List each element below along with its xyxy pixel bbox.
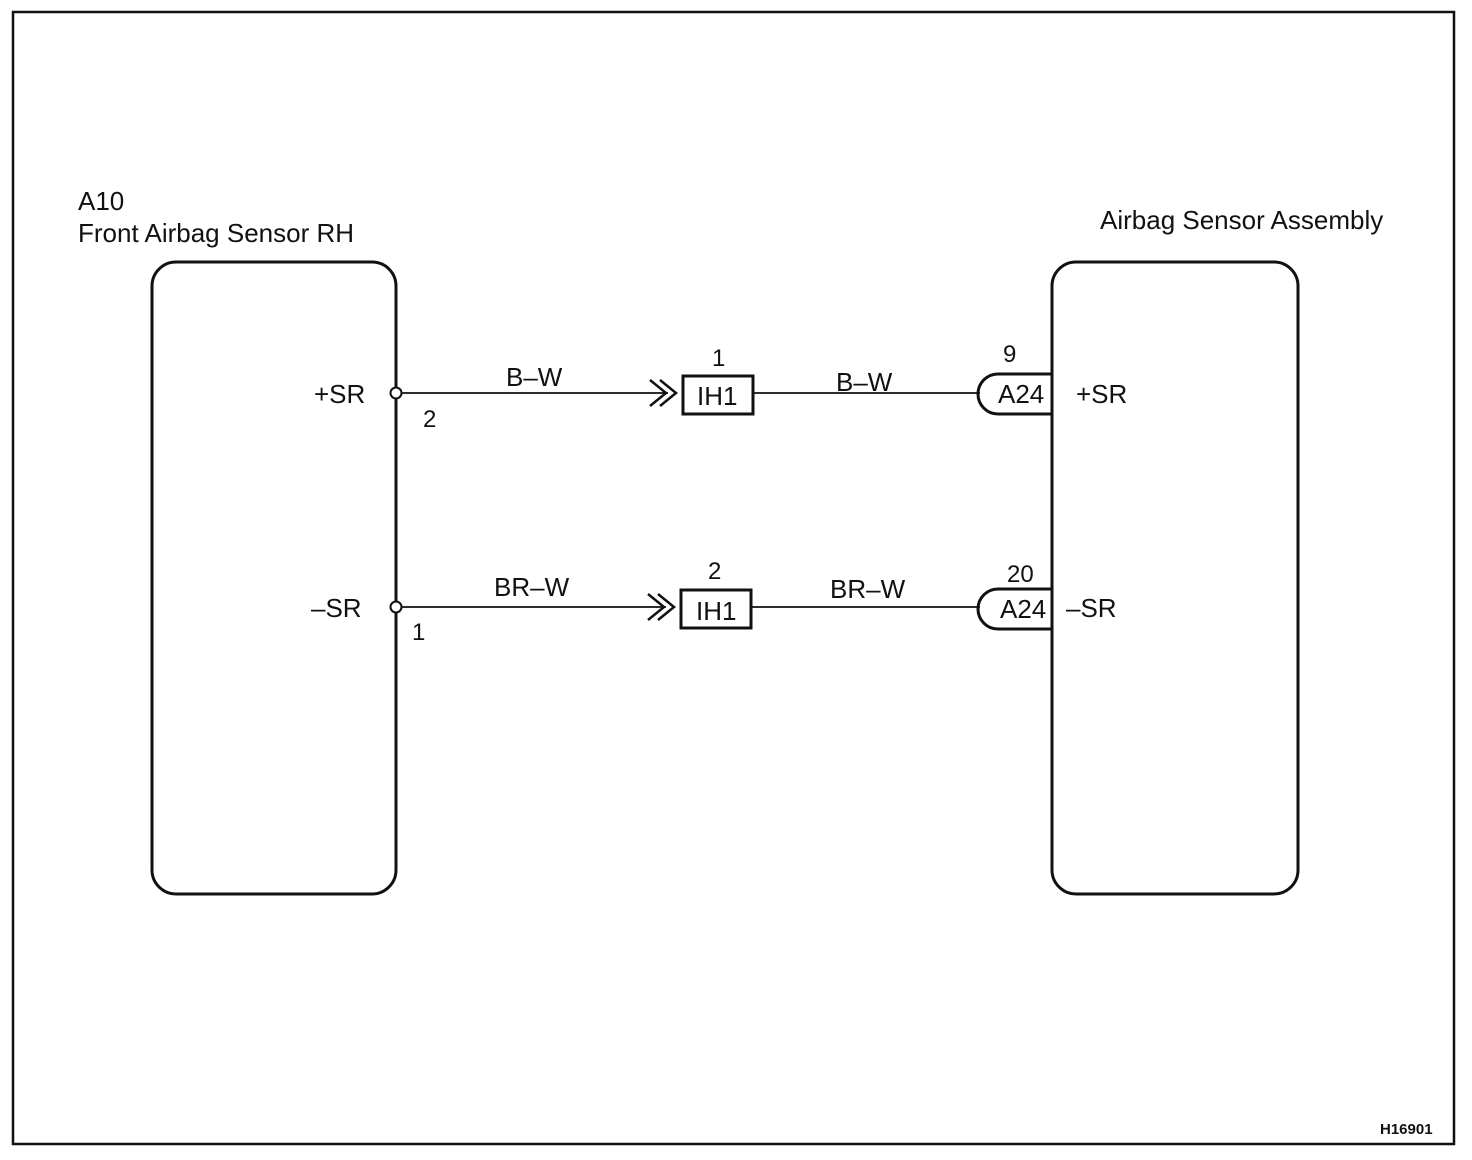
wire-minus-chevron-2: [657, 593, 676, 621]
right-terminal-plus-label: +SR: [1076, 379, 1127, 409]
wire-minus-left-color: BR–W: [494, 572, 570, 602]
left-terminal-plus-number: 2: [423, 406, 436, 433]
wire-plus-junction-box: [681, 374, 755, 416]
wire-minus-sr: BR–W 2 IH1 BR–W: [402, 558, 980, 630]
right-terminal-plus-number: 9: [1003, 341, 1016, 368]
left-terminal-plus-pin: [389, 386, 403, 400]
wire-plus-right-color: B–W: [836, 367, 893, 397]
wire-plus-chevron-1: [649, 379, 668, 407]
right-component-name: Airbag Sensor Assembly: [1100, 205, 1383, 235]
right-terminal-minus-label: –SR: [1066, 593, 1117, 623]
left-terminal-minus-label: –SR: [311, 593, 362, 623]
figure-id: H16901: [1380, 1121, 1433, 1138]
wire-plus-chevron-2: [659, 379, 678, 407]
right-component-box: [1050, 260, 1300, 896]
wire-minus-junction-connector: IH1: [696, 596, 736, 626]
left-terminal-plus-label: +SR: [314, 379, 365, 409]
left-component-name: Front Airbag Sensor RH: [78, 218, 354, 248]
wire-minus-chevron-1: [647, 593, 666, 621]
right-terminal-plus-connector-label: A24: [998, 379, 1044, 409]
wire-minus-junction-box: [679, 588, 753, 630]
left-component-box: [150, 260, 398, 896]
right-terminal-minus-connector: [976, 587, 1052, 631]
left-component-code: A10: [78, 186, 124, 216]
right-terminal-minus-connector-label: A24: [1000, 594, 1046, 624]
right-terminal-plus-connector: [976, 372, 1052, 416]
left-terminal-minus-pin: [389, 600, 403, 614]
wire-minus-right-color: BR–W: [830, 574, 906, 604]
right-component: Airbag Sensor Assembly 9 A24 +SR 20 A24 …: [976, 205, 1383, 896]
left-component: A10 Front Airbag Sensor RH +SR 2 –SR 1: [78, 186, 436, 896]
wire-plus-junction-connector: IH1: [697, 381, 737, 411]
right-terminal-minus-number: 20: [1007, 561, 1034, 588]
wire-plus-sr: B–W 1 IH1 B–W: [402, 345, 980, 416]
wire-minus-junction-pin: 2: [708, 558, 721, 585]
wire-plus-left-color: B–W: [506, 362, 563, 392]
diagram-frame: [11, 10, 1456, 1146]
wire-plus-junction-pin: 1: [712, 345, 725, 372]
left-terminal-minus-number: 1: [412, 619, 425, 646]
